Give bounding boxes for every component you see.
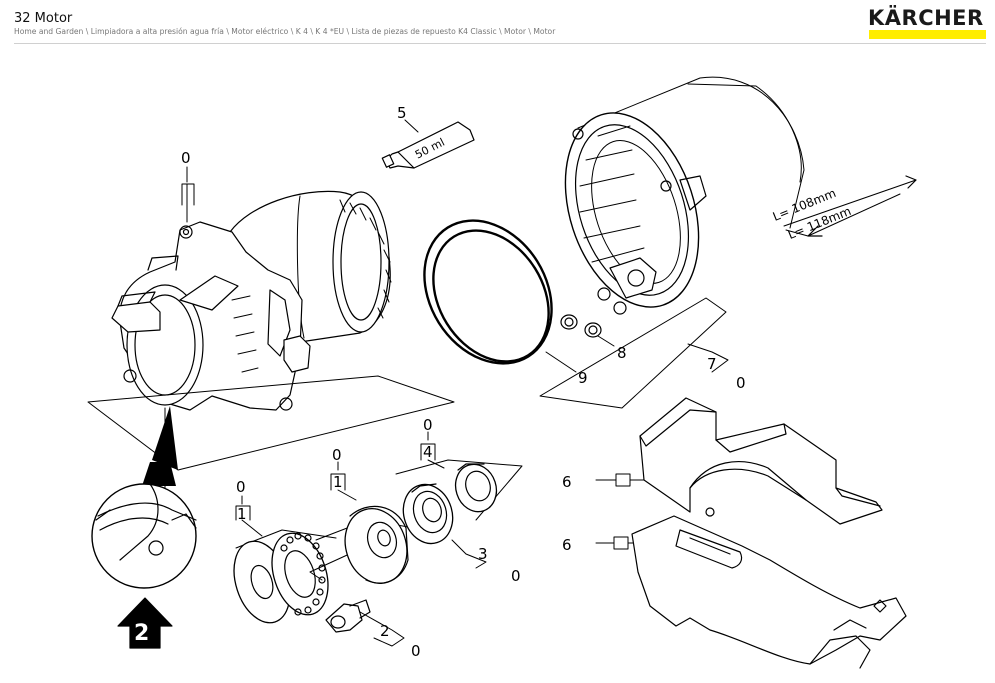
bearing-mid-item-label: 1 bbox=[333, 473, 343, 491]
mounting-bracket-lower[interactable] bbox=[595, 515, 907, 669]
detail-magnifier bbox=[91, 406, 197, 589]
bearing-right-item-label: 4 bbox=[423, 443, 433, 461]
bearing-left-item-label: 1 bbox=[237, 505, 247, 523]
bearing-cup-middle[interactable] bbox=[309, 461, 427, 591]
screw-qty-label: 0 bbox=[411, 642, 421, 660]
ring-item-label: 3 bbox=[478, 545, 488, 563]
page-header: 32 Motor Home and Garden \ Limpiadora a … bbox=[0, 0, 995, 44]
header-divider bbox=[14, 43, 986, 44]
housing-qty-label: 0 bbox=[736, 374, 746, 392]
bracket-upper-item-label: 6 bbox=[562, 473, 572, 491]
oring-item-label: 9 bbox=[578, 369, 588, 387]
housing-item-label: 7 bbox=[707, 355, 717, 373]
screw-item-label: 2 bbox=[380, 622, 390, 640]
motor-qty-label: 0 bbox=[181, 149, 191, 167]
ring-qty-label: 0 bbox=[511, 567, 521, 585]
mounting-bracket-upper[interactable] bbox=[595, 397, 883, 525]
bearing-mid-qty-label: 0 bbox=[332, 446, 342, 464]
ball-bearing-right[interactable] bbox=[395, 431, 523, 569]
o-ring[interactable] bbox=[399, 197, 578, 387]
bearing-left-qty-label: 0 bbox=[236, 478, 246, 496]
tube-item-label: 5 bbox=[397, 104, 407, 122]
bearing-right-qty-label: 0 bbox=[423, 416, 433, 434]
bracket-lower-item-label: 6 bbox=[562, 536, 572, 554]
logo-yellow-bar bbox=[869, 30, 986, 39]
washer-item-label: 8 bbox=[617, 344, 627, 362]
arrow-number-label: 2 bbox=[134, 621, 149, 646]
go-to-section-arrow[interactable] bbox=[117, 597, 173, 649]
page-title: 32 Motor bbox=[14, 11, 73, 26]
motor-assembly[interactable] bbox=[87, 166, 455, 493]
bearing-washer-left[interactable] bbox=[224, 495, 337, 630]
grease-tube[interactable] bbox=[381, 119, 475, 169]
motor-housing[interactable] bbox=[539, 76, 917, 409]
breadcrumb[interactable]: Home and Garden \ Limpiadora a alta pres… bbox=[14, 27, 556, 36]
screw[interactable] bbox=[325, 599, 405, 647]
karcher-logo: KÄRCHER bbox=[868, 6, 984, 30]
